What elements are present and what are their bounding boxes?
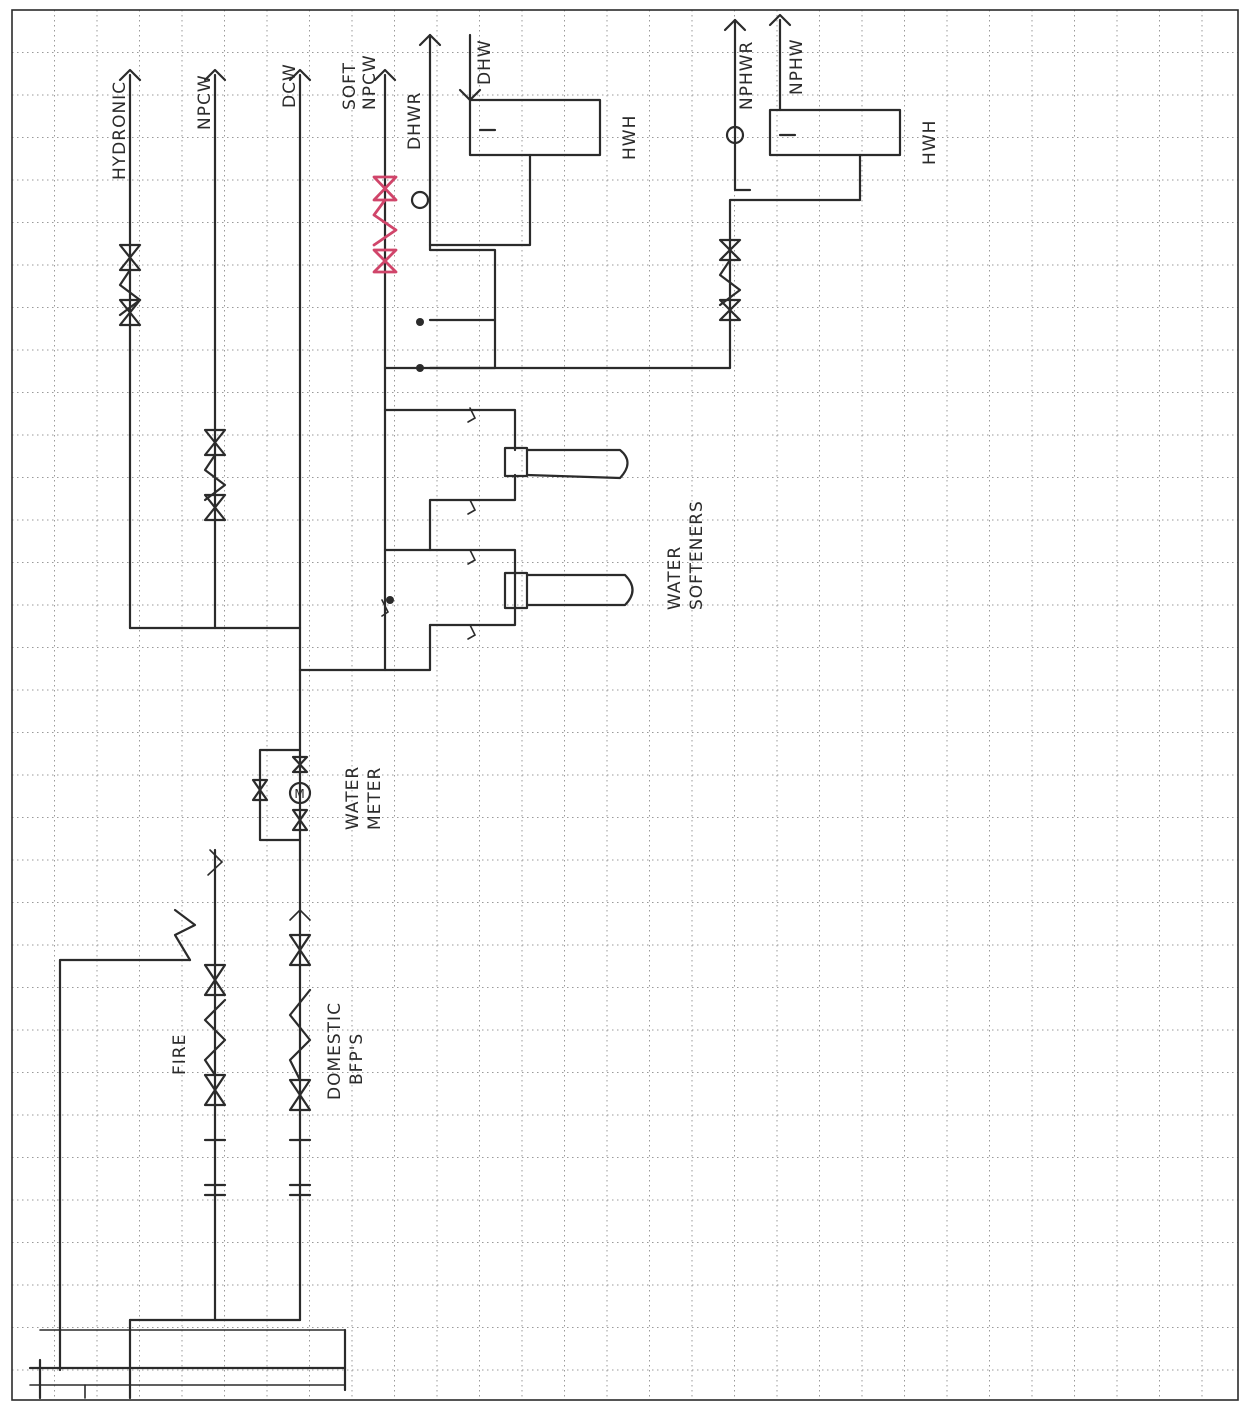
hwh-1-label: HWH bbox=[620, 115, 640, 160]
water-meter-assembly: M bbox=[251, 748, 312, 842]
meter-symbol: M bbox=[294, 787, 305, 801]
distribution-header bbox=[118, 68, 432, 672]
water-softener-piping bbox=[381, 407, 634, 640]
hydronic-label: HYDRONIC bbox=[110, 81, 130, 180]
water-softeners-label-1: WATER bbox=[665, 546, 685, 610]
water-meter-label-2: METER bbox=[365, 767, 385, 830]
nphwr-pump-icon bbox=[725, 125, 745, 145]
water-softeners-label-2: SOFTENERS bbox=[687, 500, 707, 610]
soft-water-backflow-preventer bbox=[372, 175, 398, 274]
soft-npcw-label: NPCW bbox=[360, 54, 380, 110]
service-entrance bbox=[28, 1318, 347, 1400]
dhwr-label: DHWR bbox=[405, 92, 425, 151]
fire-label: FIRE bbox=[170, 1034, 190, 1075]
domestic-water-service bbox=[288, 668, 312, 1322]
soft-label: SOFT bbox=[340, 62, 360, 110]
nphwr-label: NPHWR bbox=[737, 41, 757, 110]
recirc-pump-icon bbox=[410, 190, 430, 210]
dhw-label: DHW bbox=[475, 39, 495, 85]
npcw-label: NPCW bbox=[195, 74, 215, 130]
hot-water-heater-2 bbox=[428, 13, 902, 370]
dcw-label: DCW bbox=[280, 63, 300, 108]
hwh-2-label: HWH bbox=[920, 120, 940, 165]
water-meter-icon bbox=[288, 781, 312, 805]
nphw-label: NPHW bbox=[787, 38, 807, 95]
bfps-label: BFP'S bbox=[347, 1033, 367, 1085]
water-meter-label-1: WATER bbox=[343, 766, 363, 830]
sheet-border bbox=[11, 9, 1239, 1401]
graph-paper-grid bbox=[12, 10, 1238, 1400]
fire-service-line bbox=[58, 848, 302, 1372]
diagram-labels: HYDRONIC NPCW DCW SOFT NPCW DHWR DHW HWH… bbox=[110, 38, 940, 1100]
domestic-label: DOMESTIC bbox=[325, 1002, 345, 1100]
